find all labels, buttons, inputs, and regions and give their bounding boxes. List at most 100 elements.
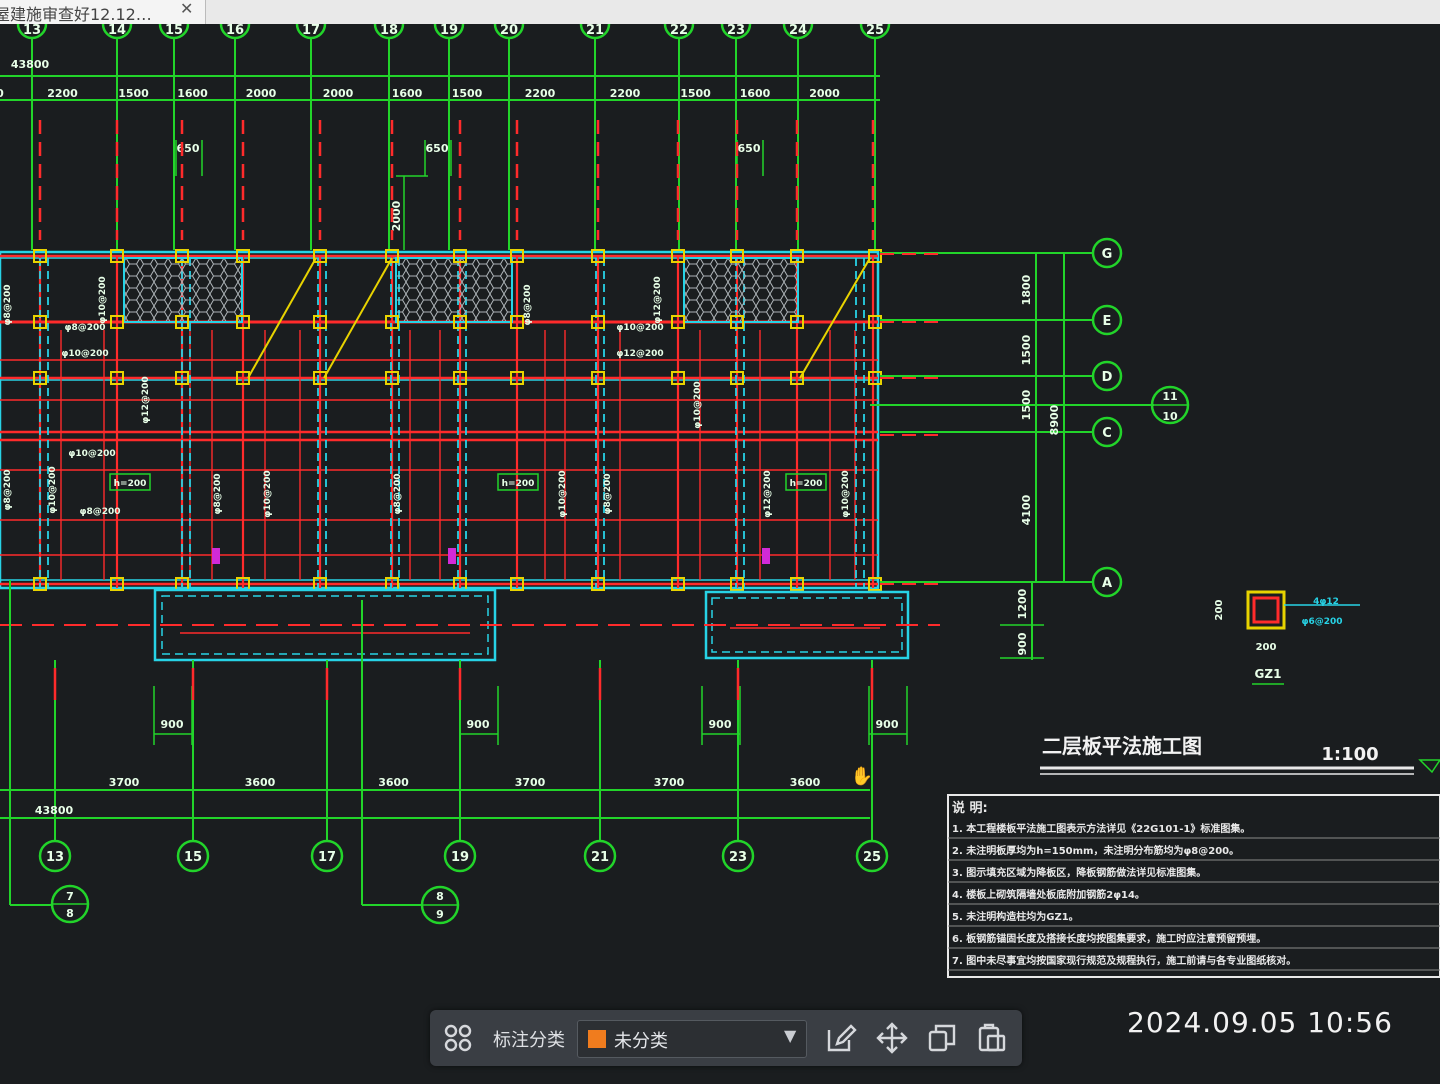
- rebar-annotation: φ10@200: [98, 276, 108, 323]
- axis-bubble-right-label: G: [1102, 247, 1113, 262]
- axis-bubble-bottom: [721, 839, 755, 873]
- column-marker: [453, 249, 467, 263]
- axis-top-label: 15: [165, 24, 183, 38]
- top-total-dim: 43800: [11, 58, 50, 71]
- drop-slab-hatch: [123, 257, 243, 323]
- axis-top-label: 19: [440, 24, 458, 38]
- rebar-annotation: φ8@200: [523, 284, 533, 325]
- axis-bubble-bottom: [855, 839, 889, 873]
- file-tab[interactable]: 屋建施审查好12.12… ✕: [0, 0, 206, 24]
- axis-top-label: 17: [302, 24, 320, 38]
- rebar-annotation: φ8@200: [64, 323, 105, 333]
- top-dim-value: 2200: [47, 87, 78, 100]
- move-icon[interactable]: [876, 1022, 908, 1054]
- tab-strip: 屋建施审查好12.12… ✕: [0, 0, 1440, 24]
- axis-bubble-bottom-label: 13: [46, 850, 64, 865]
- column-marker: [110, 315, 124, 329]
- axis-bubble-right: [1091, 360, 1123, 392]
- axis-top-label: 18: [380, 24, 398, 38]
- slab-thickness-label: h=200: [790, 479, 823, 489]
- column-marker: [313, 249, 327, 263]
- column-marker: [790, 315, 804, 329]
- ref-mid-bottom: 9: [436, 908, 444, 921]
- slab-outline: [0, 250, 880, 590]
- column-marker: [671, 371, 685, 385]
- slab-thickness-box: [109, 473, 151, 491]
- axis-bubble-right-label: A: [1102, 576, 1112, 591]
- column-marker: [671, 577, 685, 591]
- cad-canvas[interactable]: 1314151617181920212223242543800022001500…: [0, 8, 1440, 1080]
- rebar-annotation: φ10@200: [48, 466, 58, 513]
- annotation-toolbar: 标注分类 未分类 ▼: [430, 1010, 1022, 1066]
- notes-box: [947, 794, 1440, 978]
- top-dim-value: 2000: [246, 87, 277, 100]
- ref-bubble-top: 11: [1162, 390, 1177, 403]
- axis-bubble-right-label: C: [1102, 426, 1112, 441]
- rebar-annotation: φ8@200: [393, 473, 403, 514]
- drop-slab-hatch: [683, 257, 799, 323]
- note-line-6: 6. 板钢筋锚固长度及搭接长度均按图集要求，施工时应注意预留预埋。: [952, 932, 1266, 945]
- column-marker: [313, 315, 327, 329]
- axis-bubble-bottom-label: 15: [184, 850, 202, 865]
- copy-icon[interactable]: [926, 1022, 958, 1054]
- top-dim-value: 1600: [392, 87, 423, 100]
- category-select[interactable]: 未分类 ▼: [577, 1020, 807, 1058]
- slab-thickness-label: h=200: [114, 479, 147, 489]
- note-line-4: 4. 楼板上砌筑隔墙处板底附加钢筋2φ14。: [952, 888, 1145, 901]
- tab-close-icon[interactable]: ✕: [180, 0, 194, 18]
- column-marker: [175, 249, 189, 263]
- axis-bubble-bottom-label: 17: [318, 850, 336, 865]
- rebar-annotation: φ12@200: [653, 276, 663, 323]
- rebar-annotation: φ8@200: [603, 473, 613, 514]
- top-dim-value: 2200: [525, 87, 556, 100]
- rebar-annotation: φ12@200: [141, 376, 151, 423]
- dim-900-value: 900: [467, 718, 490, 731]
- column-marker: [33, 577, 47, 591]
- axis-top-label: 14: [108, 24, 126, 38]
- axis-top-label: 13: [23, 24, 41, 38]
- note-line-7: 7. 图中未尽事宜均按国家现行规范及规程执行，施工前请与各专业图纸核对。: [952, 954, 1296, 967]
- dim-900-value: 900: [709, 718, 732, 731]
- category-select-value: 未分类: [614, 1031, 668, 1052]
- axis-bubble-right-label: E: [1103, 314, 1112, 329]
- edit-icon[interactable]: [825, 1022, 857, 1054]
- bottom-dim-value: 3700: [109, 776, 140, 789]
- column-marker: [790, 371, 804, 385]
- rebar-annotation: φ12@200: [763, 470, 773, 517]
- column-marker: [33, 371, 47, 385]
- right-dim-value: 900: [1016, 632, 1029, 655]
- column-marker: [671, 315, 685, 329]
- grid-apps-icon[interactable]: [444, 1024, 472, 1052]
- category-color-swatch: [588, 1030, 606, 1048]
- gz-rebar-b: φ6@200: [1301, 617, 1342, 627]
- stair-diagonal-yellow: [323, 257, 393, 379]
- right-dim-value: 1500: [1020, 334, 1033, 365]
- column-marker: [110, 249, 124, 263]
- slab-thickness-label: h=200: [502, 479, 535, 489]
- column-marker: [591, 371, 605, 385]
- paste-icon[interactable]: [976, 1022, 1008, 1054]
- axis-bubble-right: [1091, 416, 1123, 448]
- dim-650-value: 650: [738, 142, 761, 155]
- magenta-tag: [212, 548, 220, 564]
- column-marker: [510, 371, 524, 385]
- top-dim-value: 1500: [680, 87, 711, 100]
- gz-dim-b: 200: [1256, 642, 1277, 653]
- dim-650-value: 650: [426, 142, 449, 155]
- top-dim-value: 2200: [610, 87, 641, 100]
- column-marker: [730, 315, 744, 329]
- note-line-3: 3. 图示填充区域为降板区，降板钢筋做法详见标准图集。: [952, 866, 1206, 879]
- drop-slab-hatch: [395, 257, 513, 323]
- notes-title: 说 明:: [952, 800, 988, 816]
- drawing-svg: 1314151617181920212223242543800022001500…: [0, 8, 1440, 978]
- right-dim-value: 1800: [1020, 274, 1033, 305]
- top-dim-value: 2000: [809, 87, 840, 100]
- rebar-annotation: φ10@200: [263, 470, 273, 517]
- column-marker: [510, 315, 524, 329]
- magenta-tag: [762, 548, 770, 564]
- column-marker: [385, 371, 399, 385]
- bottom-dim-value: 3600: [378, 776, 409, 789]
- dim-900-value: 900: [876, 718, 899, 731]
- slab-thickness-box: [785, 473, 827, 491]
- column-marker: [385, 249, 399, 263]
